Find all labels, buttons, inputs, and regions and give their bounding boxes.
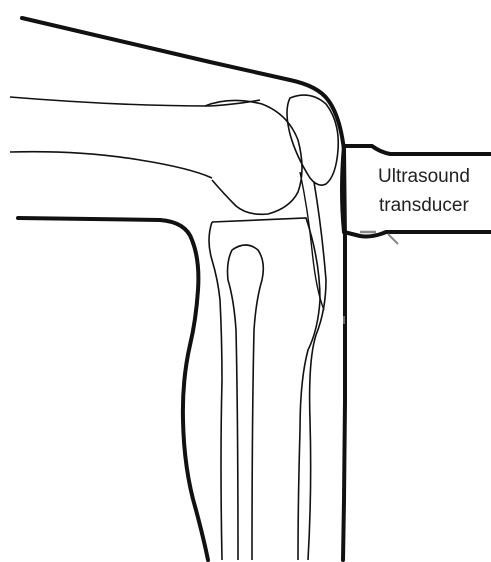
femur-lower-line [10,152,212,178]
leg-front-outline [22,18,345,560]
transducer-body [342,146,491,237]
tibia [209,218,320,560]
transducer-label-line1: Ultrasound [378,166,470,187]
leg-back-outline [18,218,208,560]
transducer-cable-mark [388,234,398,244]
transducer-label-line2: transducer [379,195,469,216]
fibula [228,245,264,560]
patella [287,95,338,185]
